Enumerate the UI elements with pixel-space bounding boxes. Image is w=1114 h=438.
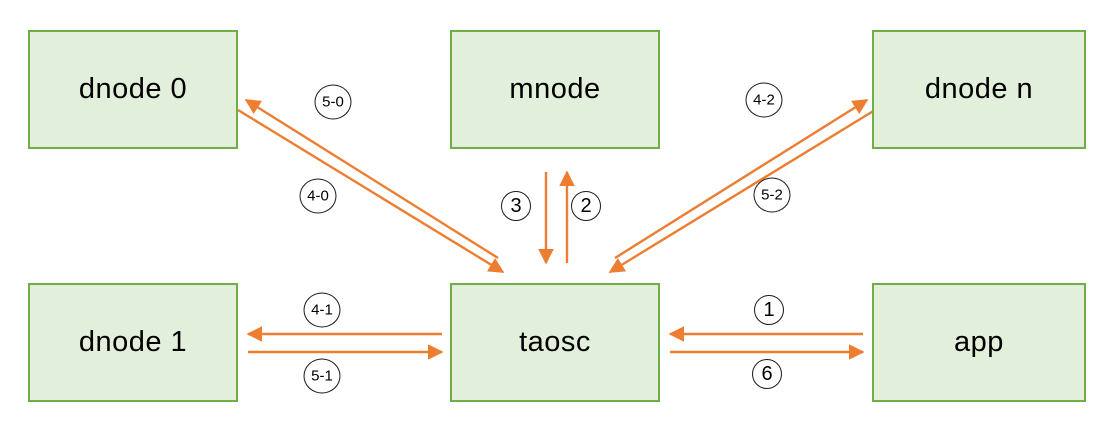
node-dnode-n: dnode n [872,30,1086,149]
edge-label-3: 3 [501,191,531,221]
edge-label-4-0: 4-0 [299,178,337,214]
node-taosc: taosc [450,283,660,402]
node-dnode-1: dnode 1 [28,283,238,402]
arrow-dnoden-to-taosc [608,108,876,274]
edge-label-2: 2 [571,191,601,221]
edge-label-5-1: 5-1 [303,358,341,394]
arrow-taosc-to-dnoden [614,98,869,260]
arrow-taosc-to-dnode0 [244,98,499,260]
node-dnode-0: dnode 0 [28,30,238,149]
edge-label-1: 1 [754,295,784,325]
arrow-dnode0-to-taosc [237,108,505,274]
edge-label-5-0: 5-0 [314,84,352,120]
edge-label-6: 6 [752,359,782,389]
node-app: app [872,283,1086,402]
node-mnode: mnode [450,30,660,149]
edge-label-4-2: 4-2 [745,82,783,118]
edge-label-5-2: 5-2 [753,177,791,213]
edge-label-4-1: 4-1 [303,292,341,328]
